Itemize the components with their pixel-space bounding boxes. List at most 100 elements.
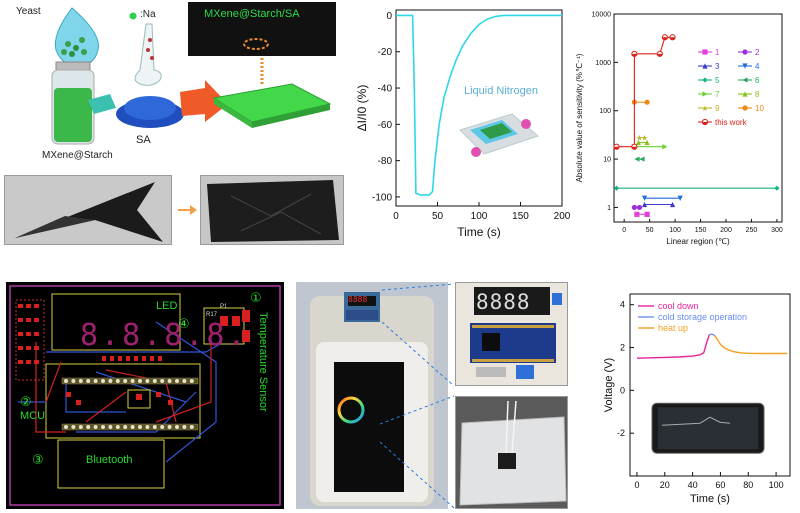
series-line [616, 36, 673, 148]
y-tick-label: -60 [378, 120, 393, 131]
x-tick-label: 150 [695, 227, 707, 234]
x-tick-label: 100 [471, 211, 488, 222]
data-point [662, 144, 668, 150]
data-point [677, 195, 683, 201]
pcb-pin [108, 379, 113, 383]
data-point [641, 195, 648, 201]
y-tick-label: 2 [620, 343, 625, 353]
pcb-pin [145, 425, 150, 429]
data-point: ★ [641, 133, 648, 142]
voltage-line [636, 334, 710, 359]
pcb-pin [86, 379, 91, 383]
x-tick-label: 0 [634, 480, 639, 490]
mcu-label: MCU [20, 410, 46, 422]
y-axis-label: ΔI/I0 (%) [355, 85, 369, 132]
num-3: ③ [32, 452, 44, 467]
plot-frame [395, 9, 563, 207]
pcb-pin [78, 379, 83, 383]
data-point [639, 156, 645, 162]
x-tick-label: 20 [660, 480, 670, 490]
yeast-label: Yeast [16, 6, 41, 17]
unfolded-film-photo [200, 175, 344, 245]
legend-label: this work [715, 118, 748, 127]
x-axis-label: Time (s) [457, 225, 501, 239]
pcb-pin [93, 425, 98, 429]
sensor-photo [455, 396, 568, 509]
pcb-pin [115, 379, 120, 383]
pcb-pin [130, 425, 135, 429]
liquid-nitrogen-label: Liquid Nitrogen [464, 85, 538, 97]
sa-label: SA [136, 134, 151, 146]
pcb-pin [93, 379, 98, 383]
x-tick-label: 0 [622, 227, 626, 234]
series-1 [634, 211, 650, 217]
data-point [613, 185, 620, 191]
pipette-icon [134, 23, 162, 86]
r17-label: R17 [206, 312, 218, 318]
pcb-pin [123, 425, 128, 429]
num-2: ② [20, 394, 32, 409]
x-tick-label: 40 [688, 480, 698, 490]
y-tick-label: 100 [599, 108, 611, 115]
board-display-digits: 8888 [476, 290, 531, 314]
legend-label: cool down [658, 301, 699, 311]
plot-frame [613, 13, 783, 223]
pcb-pin [71, 425, 76, 429]
series-2 [631, 204, 643, 211]
legend-label: 9 [715, 104, 720, 113]
x-tick-label: 300 [771, 227, 783, 234]
legend-label: 6 [755, 76, 760, 85]
y-tick-label: -40 [378, 84, 393, 95]
data-point: ★ [636, 133, 643, 142]
y-tick-label: 0 [620, 385, 625, 395]
inset-clip [471, 147, 481, 157]
x-tick-label: 80 [743, 480, 753, 490]
data-point [702, 122, 708, 125]
pcb-pin [78, 425, 83, 429]
x-tick-label: 250 [746, 227, 758, 234]
mxene-starch-label: MXene@Starch [42, 150, 113, 161]
data-point [669, 201, 676, 208]
y-tick-label: 1000 [595, 60, 611, 67]
pcb-pin [130, 379, 135, 383]
pcb-pin [71, 379, 76, 383]
data-point [662, 37, 668, 40]
data-point [631, 204, 637, 211]
control-board-photo: 8888 [455, 282, 568, 386]
data-point [634, 211, 640, 217]
series-9: ★★ [636, 133, 648, 142]
data-point [702, 49, 708, 55]
y-tick-label: -20 [378, 47, 393, 58]
pcb-pin [167, 425, 172, 429]
phone-screen [658, 407, 758, 450]
data-point [702, 77, 708, 83]
voltage-line [709, 333, 716, 337]
seven-segment-display: 8.8.8.8. [80, 318, 249, 353]
y-axis-label: Voltage (V) [603, 358, 615, 412]
pcb-pin [182, 379, 187, 383]
series-this-work [613, 34, 676, 150]
y-axis-label: Absolute value of sensitivity (%℃⁻¹) [575, 53, 584, 182]
inset-film [480, 123, 512, 139]
data-point [644, 99, 650, 105]
y-tick-label: -80 [378, 156, 393, 167]
process-arrow-icon [180, 80, 228, 122]
pcb-pin [160, 379, 165, 383]
data-point [774, 185, 780, 191]
y-tick-label: 4 [620, 300, 625, 310]
data-point [742, 91, 748, 97]
y-tick-label: 10000 [592, 12, 612, 19]
fabrication-schematic: Yeast :Na SA MXene@Starch MXene@Starch/S… [0, 0, 345, 165]
pcb-pin [138, 425, 142, 429]
y-tick-label: -100 [372, 192, 392, 203]
x-tick-label: 50 [432, 211, 444, 222]
data-point [742, 49, 748, 55]
data-point [669, 37, 676, 40]
x-tick-label: 50 [646, 227, 654, 234]
data-point: ★ [701, 104, 708, 113]
temperature-sensor-label: Temperature Sensor [257, 312, 269, 412]
legend-label: 10 [755, 104, 764, 113]
pcb-pin [182, 425, 187, 429]
legend-label: 8 [755, 90, 760, 99]
